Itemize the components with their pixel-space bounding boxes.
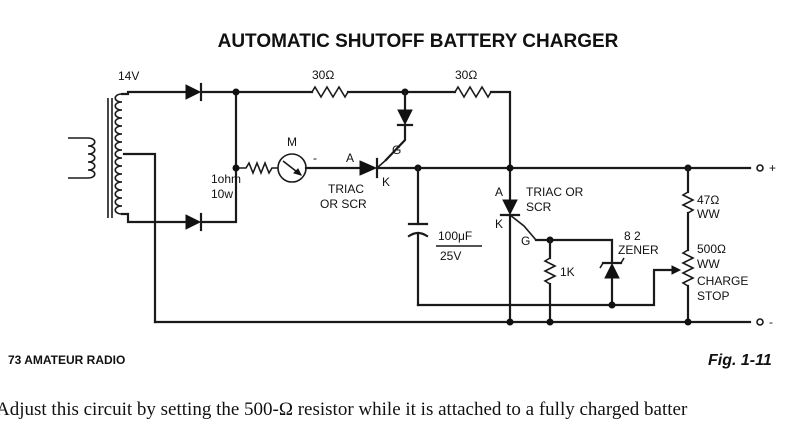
scr1-type-line2: OR SCR <box>320 197 367 211</box>
pot-value: 500Ω <box>697 242 726 256</box>
scr1-gate-label: G <box>392 143 401 157</box>
scr1-anode-label: A <box>346 151 354 165</box>
diagram-title: AUTOMATIC SHUTOFF BATTERY CHARGER <box>218 31 619 52</box>
transformer <box>68 90 187 324</box>
scr2-anode-label: A <box>495 185 503 199</box>
scr1-type-line1: TRIAC <box>328 182 364 196</box>
zener-label: ZENER <box>618 243 659 257</box>
charge-stop-potentiometer <box>681 249 695 324</box>
resistor-r1 <box>311 85 349 99</box>
output-plus: + <box>769 161 776 175</box>
zener-diode <box>599 257 625 307</box>
capacitor-value: 100μF <box>438 229 472 243</box>
scr2-gate-label: G <box>521 234 530 248</box>
source-label: 73 AMATEUR RADIO <box>8 353 125 367</box>
output-minus: - <box>769 315 773 329</box>
r47-value: 47Ω <box>697 193 719 207</box>
capacitor <box>407 166 429 307</box>
r-gate-value: 1K <box>560 265 575 279</box>
r47-type: WW <box>697 207 720 221</box>
shunt-value: 1ohm <box>211 172 241 186</box>
resistor-r2 <box>454 85 492 99</box>
resistor-1k <box>543 238 557 324</box>
pot-type: WW <box>697 257 720 271</box>
shunt-power: 10w <box>211 187 233 201</box>
figure-label: Fig. 1-11 <box>708 352 772 369</box>
ammeter <box>277 153 307 183</box>
gate-diode <box>384 90 414 162</box>
shunt-resistor <box>236 160 278 176</box>
transformer-voltage-label: 14V <box>118 69 139 83</box>
rectifier-diode-bottom <box>185 212 203 232</box>
scr2-type-line2: SCR <box>526 200 552 214</box>
pot-wiper-arrow <box>671 265 682 275</box>
pot-name-line1: CHARGE <box>697 274 748 288</box>
scr-shunt <box>499 199 537 324</box>
zener-value: 8 2 <box>624 229 641 243</box>
rectifier-diode-top <box>185 82 203 102</box>
output-negative-terminal <box>756 318 764 326</box>
r2-value: 30Ω <box>455 68 477 82</box>
output-positive-terminal <box>756 164 764 172</box>
meter-minus: - <box>313 151 317 165</box>
capacitor-voltage: 25V <box>440 249 461 263</box>
pot-name-line2: STOP <box>697 289 729 303</box>
resistor-47 <box>681 166 695 252</box>
figure-caption: Adjust this circuit by setting the 500-Ω… <box>0 399 688 420</box>
r1-value: 30Ω <box>312 68 334 82</box>
scr2-type-line1: TRIAC OR <box>526 185 584 199</box>
meter-label: M <box>287 135 297 149</box>
scr2-cathode-label: K <box>495 217 503 231</box>
scr1-cathode-label: K <box>382 175 390 189</box>
